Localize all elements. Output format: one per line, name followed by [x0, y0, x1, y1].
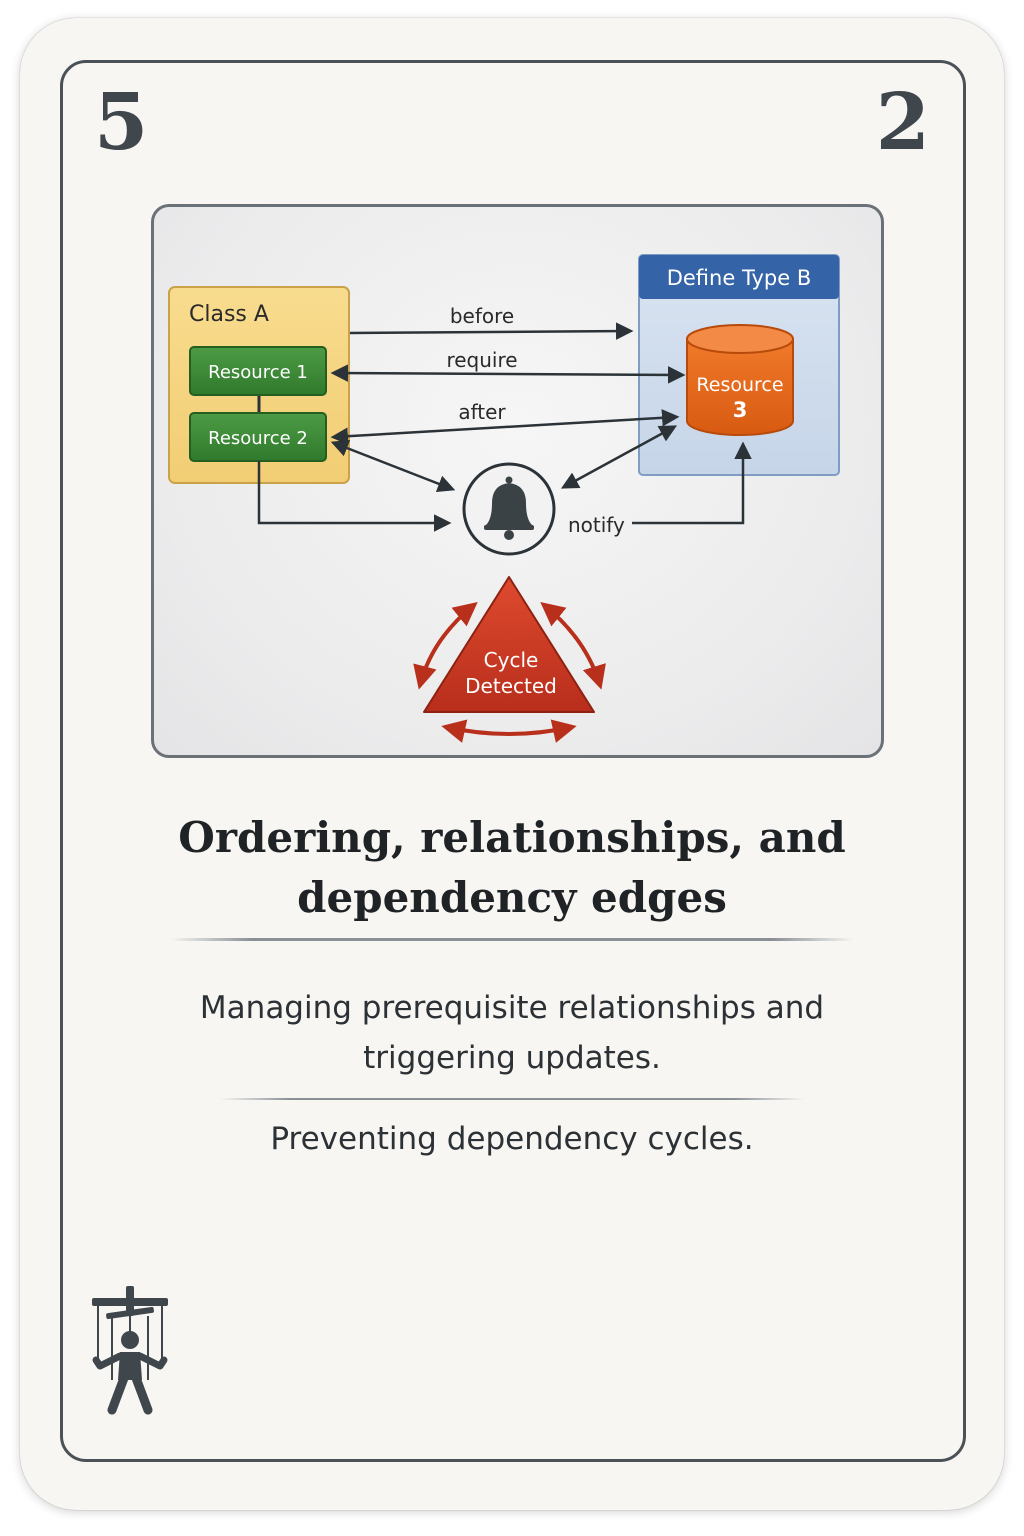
edge-require-label: require [446, 348, 517, 372]
edge-r2-notify [257, 461, 452, 532]
edge-require-line [330, 364, 686, 384]
resource-3-label-2: 3 [733, 398, 748, 422]
card-description: Managing prerequisite relationships and … [199, 990, 825, 1076]
resource-1-label: Resource 1 [208, 362, 308, 383]
divider-1 [170, 938, 854, 941]
card-inner-frame [60, 60, 966, 1462]
bell-icon [462, 462, 556, 556]
edge-notify-label: notify [568, 513, 625, 537]
edge-before-line [349, 322, 634, 340]
resource-2-label: Resource 2 [208, 428, 308, 449]
rank-left: 5 [94, 77, 149, 168]
card-note: Preventing dependency cycles. [270, 1121, 754, 1157]
cycle-label-1: Cycle [484, 648, 539, 672]
edge-bell-r3 [560, 425, 678, 489]
edge-r2-bell [330, 439, 456, 493]
resource-1-box: Resource 1 [189, 346, 327, 396]
divider-2 [220, 1098, 804, 1100]
resource-3-cylinder: Resource 3 [686, 324, 794, 436]
edge-after-label: after [458, 400, 506, 424]
edge-before-label: before [450, 304, 514, 328]
class-a-label: Class A [189, 302, 269, 327]
card-title: Ordering, relationships, and dependency … [178, 813, 846, 922]
define-type-b-label: Define Type B [667, 266, 812, 290]
card: 5 2 [20, 18, 1004, 1510]
edge-notify-r3 [632, 441, 752, 525]
rank-right: 2 [875, 77, 930, 168]
edge-after-line [330, 409, 680, 445]
cycle-detected-triangle: Cycle Detected [413, 576, 606, 743]
diagram-panel: Class A Resource 1 Resource 2 Define Typ… [151, 204, 884, 758]
resource-2-box: Resource 2 [189, 412, 327, 462]
marionette-puppet-icon [92, 1286, 168, 1415]
resource-3-label-1: Resource [696, 374, 783, 396]
cycle-label-2: Detected [465, 674, 557, 698]
